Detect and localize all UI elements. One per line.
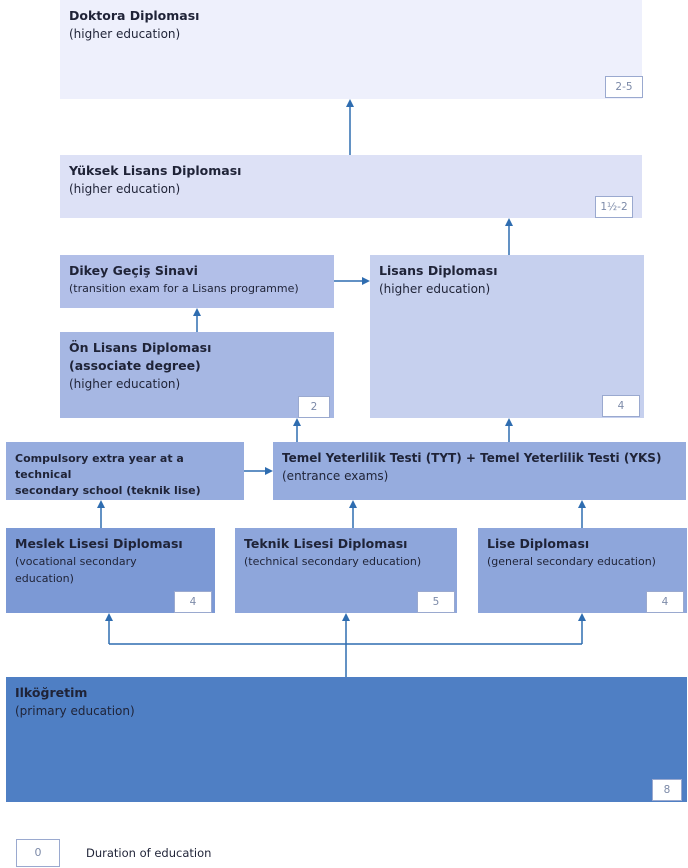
ilkogretim-box: Ilköğretim (primary education) 8: [6, 677, 687, 802]
yuksek-lisans-subtitle: (higher education): [69, 182, 181, 196]
meslek-lisesi-box: Meslek Lisesi Diploması (vocational seco…: [6, 528, 215, 613]
on-lisans-title: Ön Lisans Diploması: [69, 340, 212, 355]
compulsory-line-2: secondary school (teknik lise): [15, 484, 201, 497]
yuksek-lisans-duration-badge: 1½-2: [595, 196, 633, 218]
dikey-gecis-subtitle: (transition exam for a Lisans programme): [69, 282, 299, 295]
on-lisans-subtitle: (higher education): [69, 377, 181, 391]
on-lisans-diploma-box: Ön Lisans Diploması (associate degree) (…: [60, 332, 334, 418]
entrance-exams-title: Temel Yeterlilik Testi (TYT) + Temel Yet…: [282, 451, 662, 465]
lisans-title: Lisans Diploması: [379, 263, 498, 278]
doktora-duration-badge: 2-5: [605, 76, 643, 98]
teknik-title: Teknik Lisesi Diploması: [244, 536, 408, 551]
ilkogretim-duration-badge: 8: [652, 779, 682, 801]
doktora-diploma-box: Doktora Diploması (higher education) 2-5: [60, 0, 643, 99]
lise-diploma-box: Lise Diploması (general secondary educat…: [478, 528, 687, 613]
meslek-subtitle-line-1: (vocational secondary: [15, 555, 137, 568]
compulsory-line-1: Compulsory extra year at a technical: [15, 452, 184, 481]
yuksek-lisans-diploma-box: Yüksek Lisans Diploması (higher educatio…: [60, 155, 642, 218]
lisans-subtitle: (higher education): [379, 282, 491, 296]
teknik-subtitle: (technical secondary education): [244, 555, 422, 568]
teknik-lisesi-box: Teknik Lisesi Diploması (technical secon…: [235, 528, 457, 613]
legend-sample-badge: 0: [16, 839, 60, 867]
lise-title: Lise Diploması: [487, 536, 590, 551]
dikey-gecis-title: Dikey Geçiş Sinavi: [69, 263, 198, 278]
entrance-exams-subtitle: (entrance exams): [282, 469, 389, 483]
ilkogretim-subtitle: (primary education): [15, 704, 135, 718]
ilkogretim-title: Ilköğretim: [15, 685, 88, 700]
compulsory-extra-year-box: Compulsory extra year at a technical sec…: [6, 442, 244, 500]
doktora-subtitle: (higher education): [69, 27, 181, 41]
meslek-duration-badge: 4: [174, 591, 212, 613]
yuksek-lisans-title: Yüksek Lisans Diploması: [69, 163, 242, 178]
on-lisans-duration-badge: 2: [298, 396, 330, 418]
meslek-title: Meslek Lisesi Diploması: [15, 536, 183, 551]
lise-subtitle: (general secondary education): [487, 555, 656, 568]
legend-label: Duration of education: [86, 846, 212, 860]
on-lisans-title-associate: (associate degree): [69, 358, 201, 373]
doktora-title: Doktora Diploması: [69, 8, 200, 23]
lisans-diploma-box: Lisans Diploması (higher education) 4: [370, 255, 644, 418]
lisans-duration-badge: 4: [602, 395, 640, 417]
lise-duration-badge: 4: [646, 591, 684, 613]
meslek-subtitle-line-2: education): [15, 572, 74, 585]
teknik-duration-badge: 5: [417, 591, 455, 613]
entrance-exams-box: Temel Yeterlilik Testi (TYT) + Temel Yet…: [273, 442, 686, 500]
dikey-gecis-box: Dikey Geçiş Sinavi (transition exam for …: [60, 255, 334, 308]
